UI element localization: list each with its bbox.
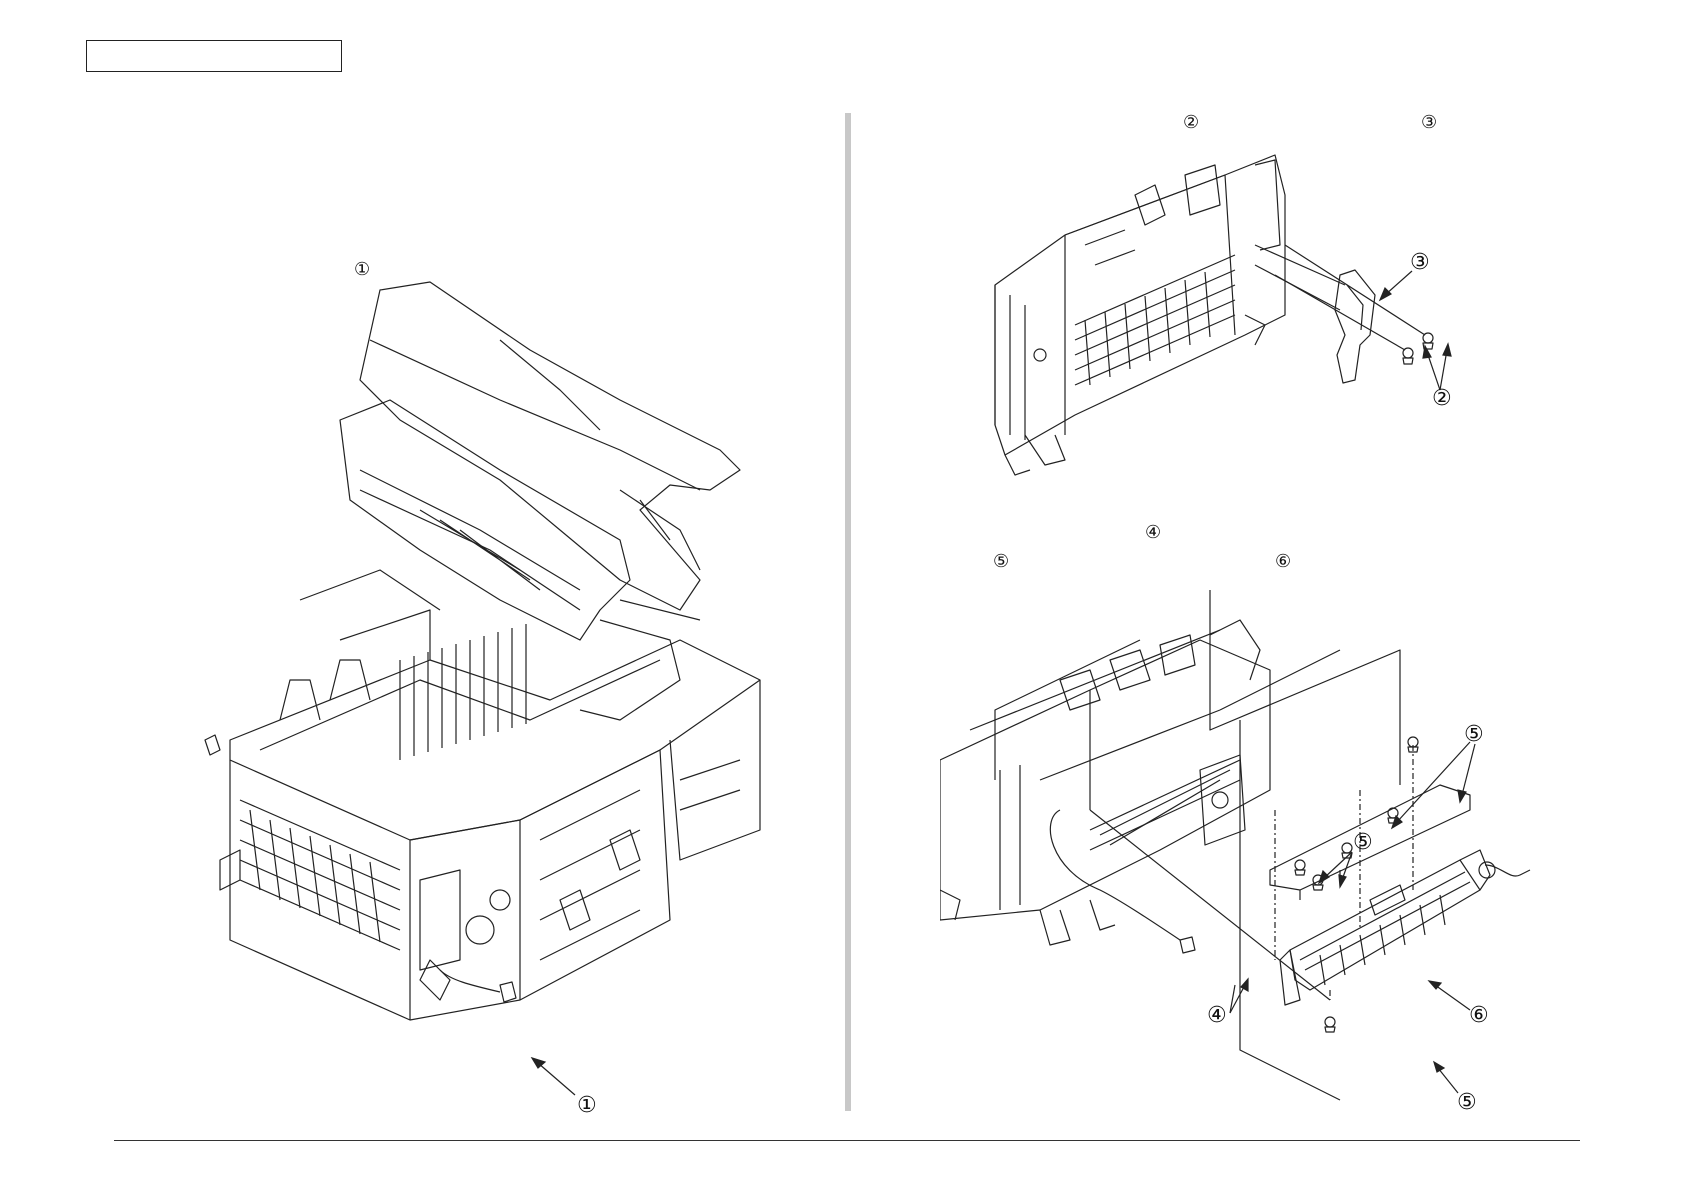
callout-5-top: ⑤ <box>1464 724 1484 746</box>
callout-5-mid: ⑤ <box>1353 832 1373 854</box>
callout-4: ④ <box>1207 1005 1227 1027</box>
footer-rule <box>114 1140 1580 1141</box>
callout-5-bottom: ⑤ <box>1457 1092 1477 1114</box>
callout-6: ⑥ <box>1469 1005 1489 1027</box>
